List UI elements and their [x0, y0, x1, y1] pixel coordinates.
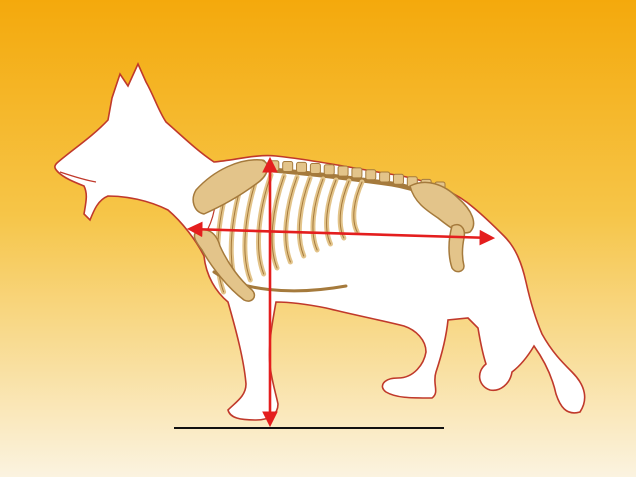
- vertebra: [283, 162, 293, 172]
- vertebra: [310, 163, 320, 173]
- vertebra: [297, 162, 307, 172]
- vertebra: [380, 172, 390, 182]
- vertebra: [324, 165, 334, 175]
- vertebra: [352, 168, 362, 178]
- vertebra: [338, 166, 348, 176]
- vertebra: [393, 174, 403, 184]
- vertebra: [366, 170, 376, 180]
- femur: [449, 225, 464, 272]
